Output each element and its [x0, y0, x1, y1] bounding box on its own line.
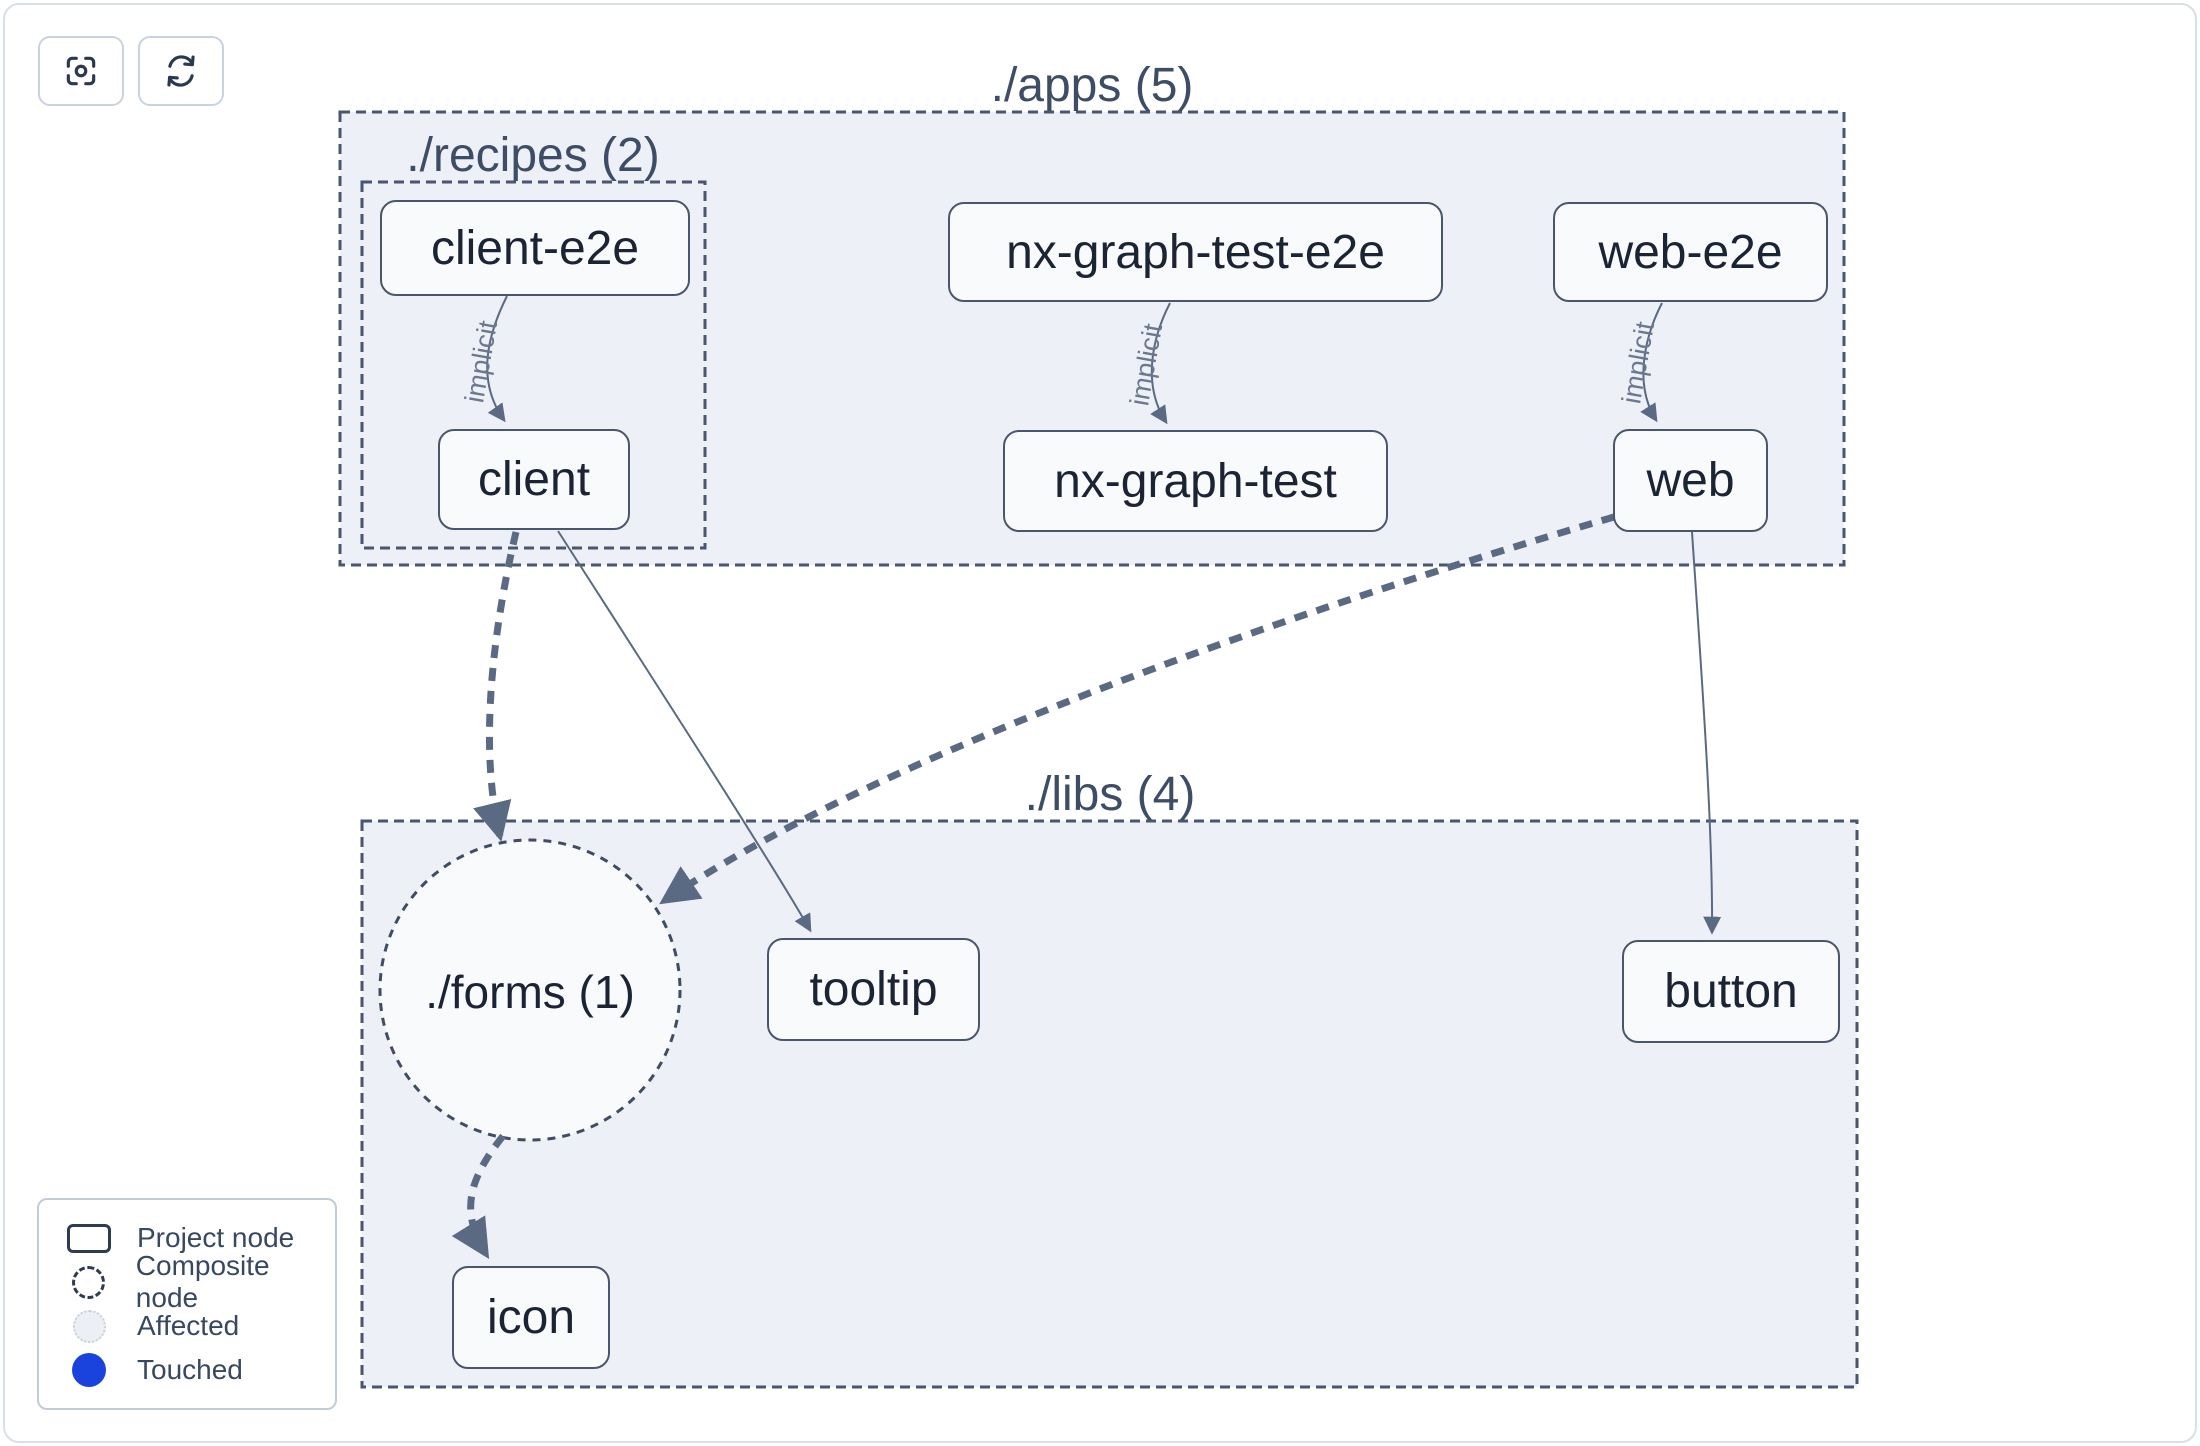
- node-button[interactable]: button: [1622, 940, 1840, 1043]
- composite-node-forms[interactable]: [378, 838, 682, 1142]
- legend-item-composite-node: Composite node: [63, 1250, 335, 1313]
- group-title-libs: ./libs (4): [1024, 768, 1196, 821]
- edge-web-to-forms[interactable]: [659, 513, 1615, 905]
- node-nx-graph-test[interactable]: nx-graph-test: [1003, 430, 1388, 532]
- group-title-apps: ./apps (5): [990, 59, 1194, 112]
- group-title-recipes: ./recipes (2): [406, 129, 660, 182]
- legend-item-affected: Affected: [63, 1304, 335, 1348]
- legend: Project node Composite node Affected Tou…: [37, 1198, 337, 1410]
- focus-button[interactable]: [38, 36, 124, 106]
- node-web-e2e[interactable]: web-e2e: [1553, 202, 1828, 302]
- node-icon[interactable]: icon: [452, 1266, 610, 1369]
- edge-client-to-tooltip[interactable]: [557, 530, 812, 933]
- refresh-icon: [167, 55, 195, 87]
- node-tooltip[interactable]: tooltip: [767, 938, 980, 1041]
- legend-label: Composite node: [135, 1250, 270, 1313]
- project-node-swatch: [67, 1223, 111, 1253]
- legend-item-project-node: Project node: [63, 1216, 335, 1260]
- legend-label: Touched: [137, 1354, 243, 1385]
- refresh-button[interactable]: [138, 36, 224, 106]
- legend-item-touched: Touched: [63, 1348, 335, 1392]
- node-client-e2e[interactable]: client-e2e: [380, 200, 690, 296]
- composite-node-swatch: [71, 1265, 105, 1299]
- scan-focus-icon: [66, 56, 96, 86]
- affected-swatch: [72, 1309, 106, 1343]
- edge-client-to-forms[interactable]: [473, 531, 520, 842]
- node-web[interactable]: web: [1613, 429, 1768, 532]
- node-nx-graph-test-e2e[interactable]: nx-graph-test-e2e: [948, 202, 1443, 302]
- edge-web-to-button[interactable]: [1691, 531, 1722, 935]
- touched-swatch: [72, 1353, 106, 1387]
- edge-web-e2e-to-web[interactable]: [1640, 302, 1663, 423]
- legend-label: Project node: [137, 1222, 295, 1253]
- edge-client-e2e-to-client[interactable]: [486, 295, 508, 423]
- edge-nx-graph-test-e2e-to-nx-graph-test[interactable]: [1150, 302, 1171, 425]
- composite-node-forms-label[interactable]: ./forms (1): [425, 966, 635, 1018]
- node-client[interactable]: client: [438, 429, 630, 530]
- legend-label: Affected: [137, 1310, 240, 1341]
